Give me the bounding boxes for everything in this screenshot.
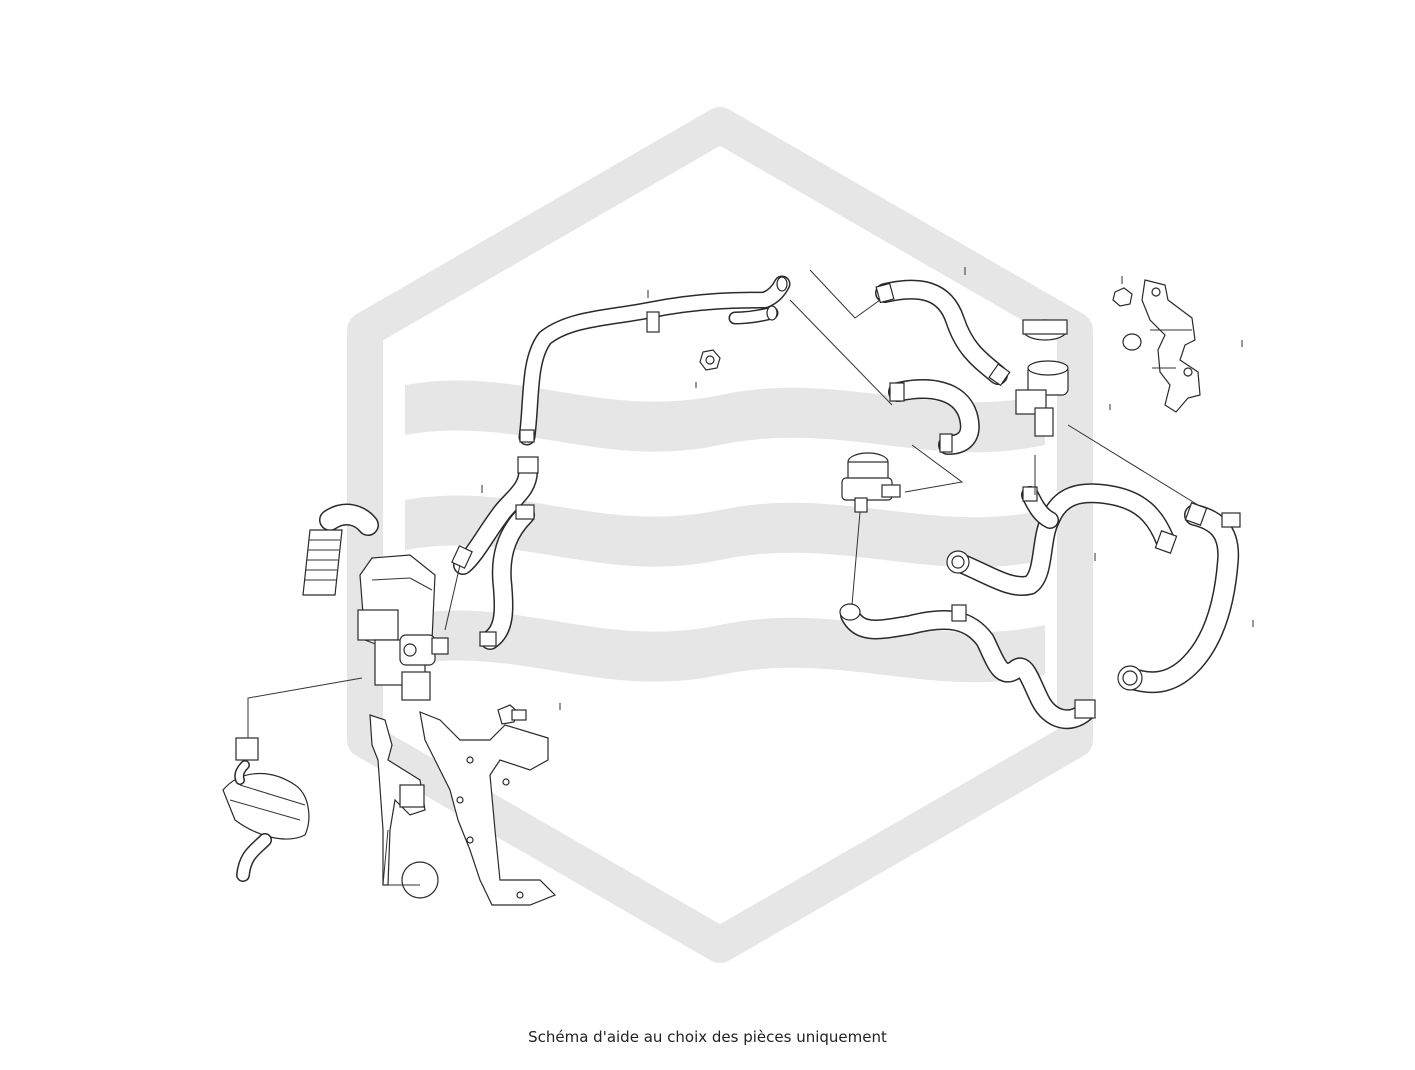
bolt	[497, 704, 527, 725]
lower-center-hose	[839, 603, 1096, 730]
coolant-valve	[1015, 319, 1069, 437]
mid-small-hose	[888, 379, 980, 455]
far-right-hose	[1117, 502, 1241, 694]
water-pump	[841, 452, 901, 513]
auxiliary-heater-unit	[357, 554, 449, 701]
upper-right-bracket	[1112, 279, 1201, 413]
upper-right-hose	[875, 279, 1011, 387]
right-hose-assembly	[946, 483, 1178, 596]
mounting-bracket-right	[419, 711, 557, 906]
mounting-bracket-left	[369, 714, 439, 899]
corrugated-hose	[302, 503, 379, 596]
leader-lines	[247, 269, 1199, 886]
exhaust-muffler	[222, 737, 310, 882]
hose-nut	[699, 349, 721, 371]
upper-coolant-pipe	[518, 275, 791, 446]
diagram-caption: Schéma d'aide au choix des pièces unique…	[528, 1028, 887, 1046]
reference-ticks	[481, 267, 1254, 710]
left-middle-hoses	[451, 456, 539, 650]
